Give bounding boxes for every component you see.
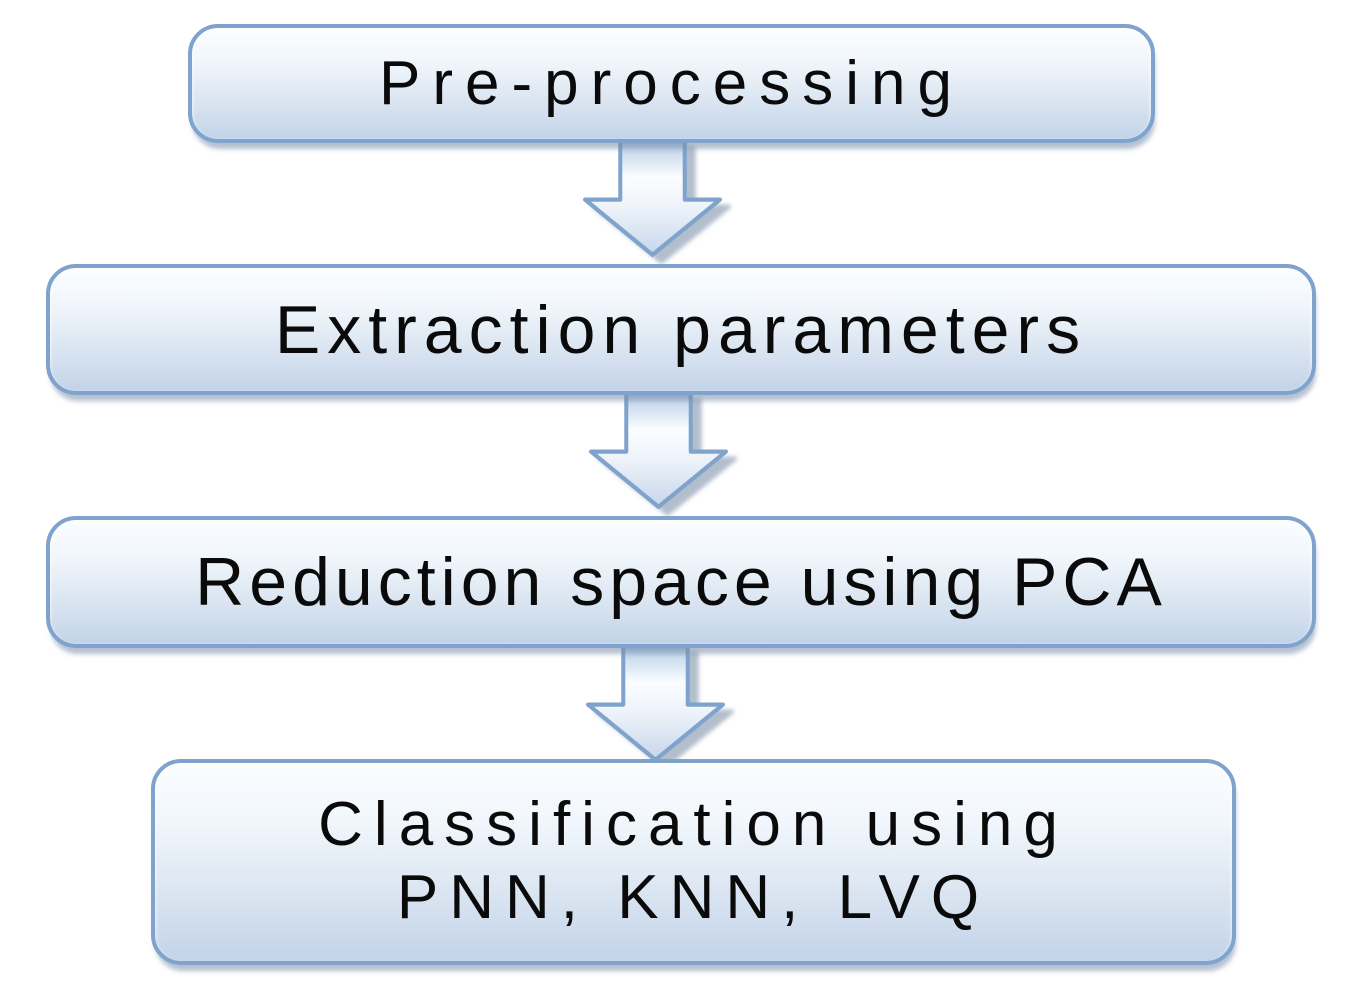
- flow-step-label: Extraction parameters: [274, 291, 1088, 368]
- down-arrow-icon: [586, 644, 725, 762]
- flow-step-reduction-space-pca: Reduction space using PCA: [46, 516, 1316, 648]
- down-arrow-icon: [583, 139, 722, 257]
- flow-step-label: Reduction space using PCA: [195, 544, 1167, 620]
- flow-step-label: Classification using PNN, KNN, LVQ: [318, 789, 1069, 934]
- flow-step-classification: Classification using PNN, KNN, LVQ: [151, 759, 1236, 965]
- flow-step-label-line-1: Classification using: [318, 790, 1069, 860]
- flow-step-extraction-parameters: Extraction parameters: [46, 264, 1316, 395]
- flow-step-pre-processing: Pre-processing: [188, 24, 1155, 143]
- flow-step-label-line-2: PNN, KNN, LVQ: [396, 863, 991, 932]
- flow-step-label: Pre-processing: [379, 49, 964, 118]
- down-arrow-icon: [589, 391, 728, 509]
